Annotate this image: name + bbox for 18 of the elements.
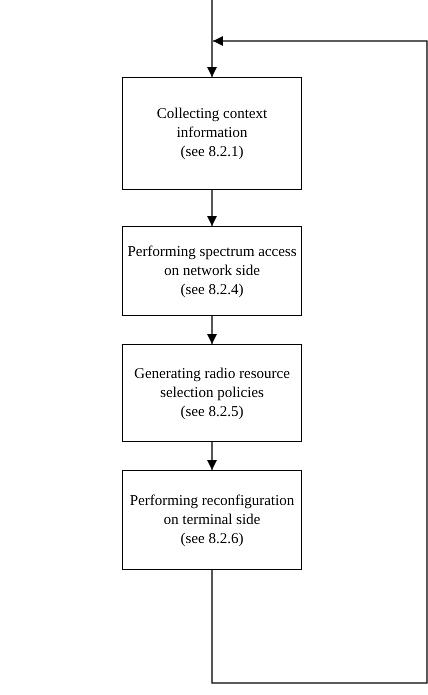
section-reference: (see 8.2.5) — [180, 402, 244, 422]
arrow — [207, 190, 217, 226]
process-box — [122, 470, 302, 570]
step-text: Performing reconfiguration on terminal side — [128, 492, 296, 530]
feedback-arrow — [211, 36, 428, 684]
process-box — [122, 226, 302, 316]
section-reference: (see 8.2.4) — [180, 280, 244, 300]
arrow — [207, 41, 217, 77]
process-box — [122, 77, 302, 190]
section-reference: (see 8.2.6) — [180, 530, 244, 548]
arrow — [207, 316, 217, 344]
step-text: Collecting context information — [156, 105, 268, 143]
line — [211, 0, 213, 41]
step-text: Generating radio resource selection policies — [133, 364, 291, 402]
section-reference: (see 8.2.1) — [180, 143, 244, 162]
arrow — [207, 442, 217, 470]
process-box — [122, 344, 302, 442]
step-text: Performing spectrum access on network side — [126, 242, 298, 280]
